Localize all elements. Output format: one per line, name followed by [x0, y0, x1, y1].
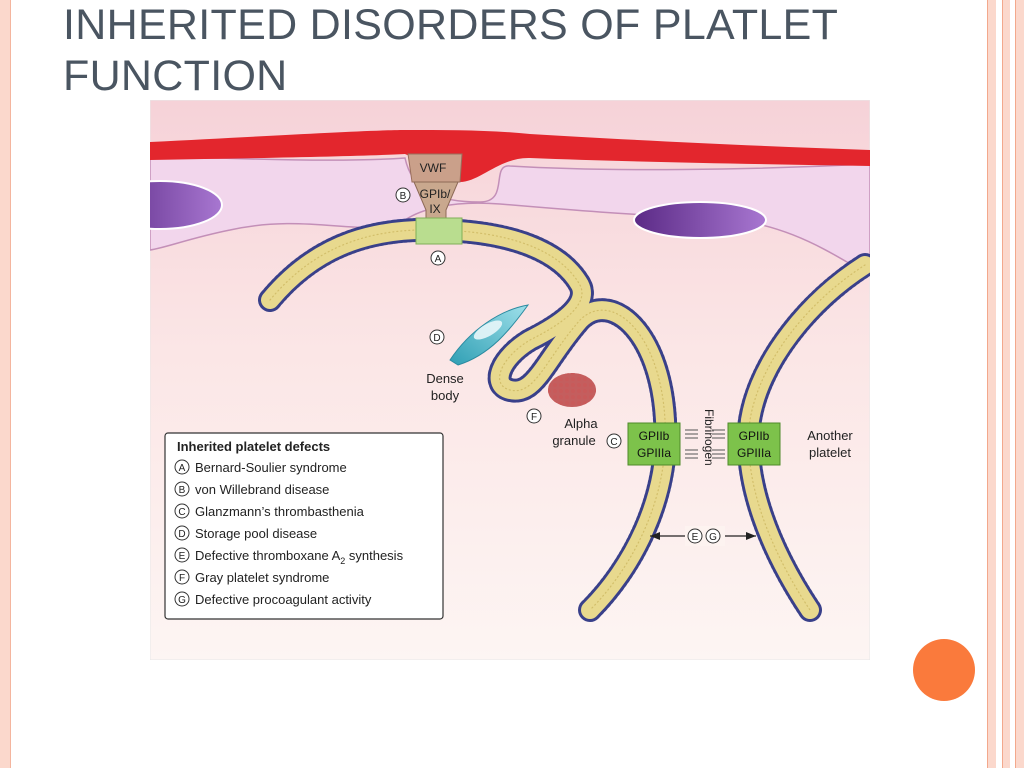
alpha-label: Alpha [564, 416, 598, 431]
vwf-label: VWF [420, 161, 447, 175]
gpib-membrane-anchor [415, 217, 463, 245]
legend-item-a: A Bernard-Soulier syndrome [174, 459, 347, 475]
blood-vessel-wall [150, 130, 870, 182]
ix-label: IX [429, 202, 440, 216]
svg-text:von Willebrand disease: von Willebrand disease [195, 482, 329, 497]
right-border-stripes [984, 0, 1024, 768]
marker-c: C [606, 433, 622, 449]
svg-text:E: E [179, 551, 186, 562]
legend-item-d: D Storage pool disease [174, 525, 317, 541]
platelet-label: platelet [809, 445, 851, 460]
gpiib-right-label: GPIIb [739, 429, 770, 443]
endothelial-cell-right [633, 201, 767, 239]
marker-b: B [395, 187, 411, 203]
svg-text:Storage pool disease: Storage pool disease [195, 526, 317, 541]
svg-text:A: A [435, 254, 442, 265]
svg-text:Glanzmann’s thrombasthenia: Glanzmann’s thrombasthenia [195, 504, 365, 519]
accent-circle [913, 639, 975, 701]
svg-text:D: D [178, 529, 185, 540]
another-label: Another [807, 428, 853, 443]
svg-text:B: B [179, 485, 186, 496]
granule-label: granule [552, 433, 595, 448]
svg-text:G: G [709, 532, 717, 543]
svg-text:Bernard-Soulier syndrome: Bernard-Soulier syndrome [195, 460, 347, 475]
legend-item-c: C Glanzmann’s thrombasthenia [174, 503, 365, 519]
legend-item-b: B von Willebrand disease [174, 481, 329, 497]
svg-text:G: G [178, 595, 186, 606]
svg-text:C: C [610, 437, 617, 448]
legend-title: Inherited platelet defects [177, 439, 330, 454]
body-label: body [431, 388, 460, 403]
legend-item-f: F Gray platelet syndrome [174, 569, 329, 585]
svg-text:Defective thromboxane A2 synth: Defective thromboxane A2 synthesis [195, 548, 404, 566]
svg-text:A: A [179, 463, 186, 474]
slide-title: INHERITED DISORDERS OF PLATLET FUNCTION [63, 1, 838, 100]
svg-text:E: E [692, 532, 699, 543]
marker-e: E [687, 528, 703, 544]
gpib-label: GPIb/ [420, 187, 451, 201]
svg-text:D: D [433, 333, 440, 344]
svg-text:C: C [178, 507, 185, 518]
vwf-molecule [407, 153, 463, 183]
svg-text:F: F [179, 573, 185, 584]
gpiib-left-label: GPIIb [639, 429, 670, 443]
platelet-diagram: VWF GPIb/ IX B A D Dense body F Alpha gr… [150, 100, 870, 660]
legend-box: Inherited platelet defects A Bernard-Sou… [164, 432, 444, 620]
svg-text:Defective procoagulant activit: Defective procoagulant activity [195, 592, 372, 607]
gpiiia-right-label: GPIIIa [737, 446, 771, 460]
dense-label: Dense [426, 371, 464, 386]
svg-text:Gray platelet syndrome: Gray platelet syndrome [195, 570, 329, 585]
svg-text:F: F [531, 412, 537, 423]
marker-f: F [526, 408, 542, 424]
marker-d: D [429, 329, 445, 345]
fibrinogen-label: Fibrinogen [702, 409, 716, 466]
svg-text:B: B [400, 191, 407, 202]
left-border-stripe [0, 0, 11, 768]
legend-item-e: E Defective thromboxane A2 synthesis [174, 547, 404, 566]
marker-a: A [430, 250, 446, 266]
legend-item-g: G Defective procoagulant activity [174, 591, 372, 607]
marker-g: G [705, 528, 721, 544]
gpiib-iiia-left [627, 422, 681, 466]
endothelial-cell-left [150, 180, 223, 230]
gpiiia-left-label: GPIIIa [637, 446, 671, 460]
gpiib-iiia-right [727, 422, 781, 466]
